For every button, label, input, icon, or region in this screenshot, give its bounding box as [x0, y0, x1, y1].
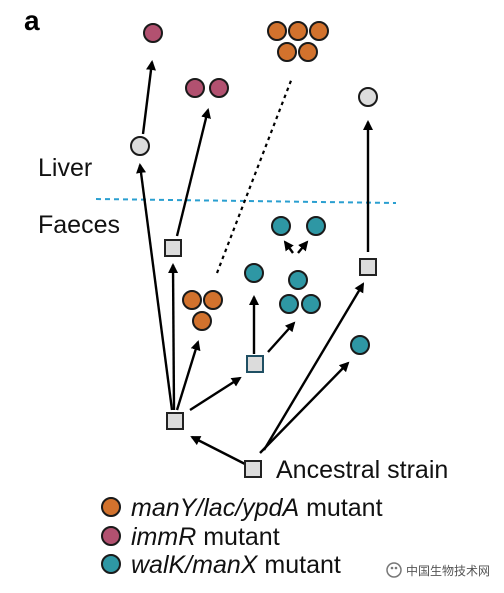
lineage-arrows: [136, 60, 373, 466]
right-square: [359, 258, 377, 276]
circle-nodes: [130, 21, 378, 355]
arrow-faeces-square-to-immr-pair: [175, 108, 211, 237]
immr-pair-right: [209, 78, 229, 98]
mid-square-walk: [246, 355, 264, 373]
many-mid-2: [203, 290, 223, 310]
legend-suffix-immr: mutant: [196, 523, 279, 551]
many-top-2: [288, 21, 308, 41]
liver-faeces-boundary: [95, 198, 397, 204]
immr-single-top: [143, 23, 163, 43]
liver-circle-right: [358, 87, 378, 107]
walk-center: [288, 270, 308, 290]
arrow-liver-circle-to-immr: [141, 60, 156, 135]
walk-pair-left: [279, 294, 299, 314]
walk-single-right: [350, 335, 370, 355]
legend-swatch-immr: [101, 526, 121, 546]
arrow-root-to-faeces-square: [168, 263, 179, 411]
ancestral-strain-square: [244, 460, 262, 478]
many-top-5: [298, 42, 318, 62]
legend-suffix-walk: mutant: [257, 551, 340, 579]
panel-letter: a: [24, 5, 40, 36]
many-top-1: [267, 21, 287, 41]
many-top-4: [277, 42, 297, 62]
arrow-root-to-liver-circle: [136, 163, 174, 411]
square-nodes: [164, 239, 377, 478]
legend-italic-walk: walK/manX: [131, 551, 259, 579]
walk-faeces-top-right: [306, 216, 326, 236]
arrow-ancestral-to-walk-single: [259, 361, 350, 454]
ancestral-strain-label: Ancestral strain: [276, 456, 448, 484]
legend-label-immr: immR mutant: [131, 523, 280, 551]
many-top-3: [309, 21, 329, 41]
walk-left: [244, 263, 264, 283]
liver-circle-left: [130, 136, 150, 156]
arrow-walk-converge-right: [297, 240, 309, 254]
watermark: 中国生物技术网: [386, 562, 490, 578]
arrow-root-to-many-cluster: [175, 340, 201, 411]
region-label-faeces: Faeces: [38, 211, 120, 239]
legend-italic-many: manY/lac/ypdA: [131, 494, 299, 522]
arrow-mid-square-to-walk-pair: [267, 321, 296, 353]
faeces-square: [164, 239, 182, 257]
walk-pair-right: [301, 294, 321, 314]
watermark-icon: [386, 562, 402, 578]
legend-italic-immr: immR: [131, 523, 196, 551]
region-label-liver: Liver: [38, 154, 92, 182]
arrow-walk-converge-left: [283, 240, 294, 254]
watermark-text: 中国生物技术网: [406, 563, 490, 578]
dotted-link-many-cluster: [215, 77, 294, 274]
legend-swatch-walk: [101, 554, 121, 574]
legend-label-many: manY/lac/ypdA mutant: [131, 494, 383, 522]
immr-pair-left: [185, 78, 205, 98]
legend: manY/lac/ypdA mutant immR mutant walK/ma…: [101, 494, 383, 579]
many-mid-3: [192, 311, 212, 331]
arrow-ancestral-to-right-square: [262, 282, 365, 451]
arrow-root-to-mid-square: [189, 376, 242, 412]
walk-faeces-top-left: [271, 216, 291, 236]
legend-swatch-many: [101, 497, 121, 517]
legend-suffix-many: mutant: [299, 494, 382, 522]
arrow-ancestral-to-root: [190, 435, 246, 466]
many-mid-1: [182, 290, 202, 310]
root-square: [166, 412, 184, 430]
legend-label-walk: walK/manX mutant: [131, 551, 341, 579]
